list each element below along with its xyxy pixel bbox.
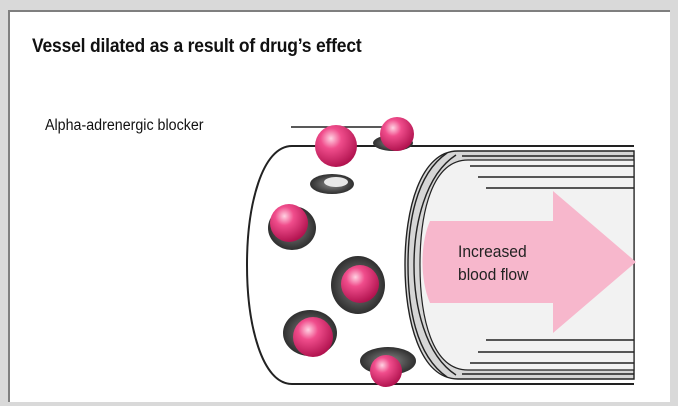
- molecule-1: [315, 125, 357, 167]
- molecule-6: [370, 355, 402, 387]
- callout-label: Alpha-adrenergic blocker: [45, 117, 204, 134]
- flow-label-line2: blood flow: [458, 265, 529, 284]
- molecule-3: [270, 204, 308, 242]
- diagram-title: Vessel dilated as a result of drug’s eff…: [32, 36, 362, 57]
- vessel-wall-lines: [407, 152, 634, 378]
- flow-label-line1: Increased: [458, 242, 527, 261]
- molecule-2: [380, 117, 414, 151]
- drug-molecules: [270, 117, 414, 387]
- flow-label: Increased blood flow: [458, 240, 528, 286]
- molecule-5: [293, 317, 333, 357]
- blood-flow-arrow: [422, 191, 636, 333]
- molecule-4: [341, 265, 379, 303]
